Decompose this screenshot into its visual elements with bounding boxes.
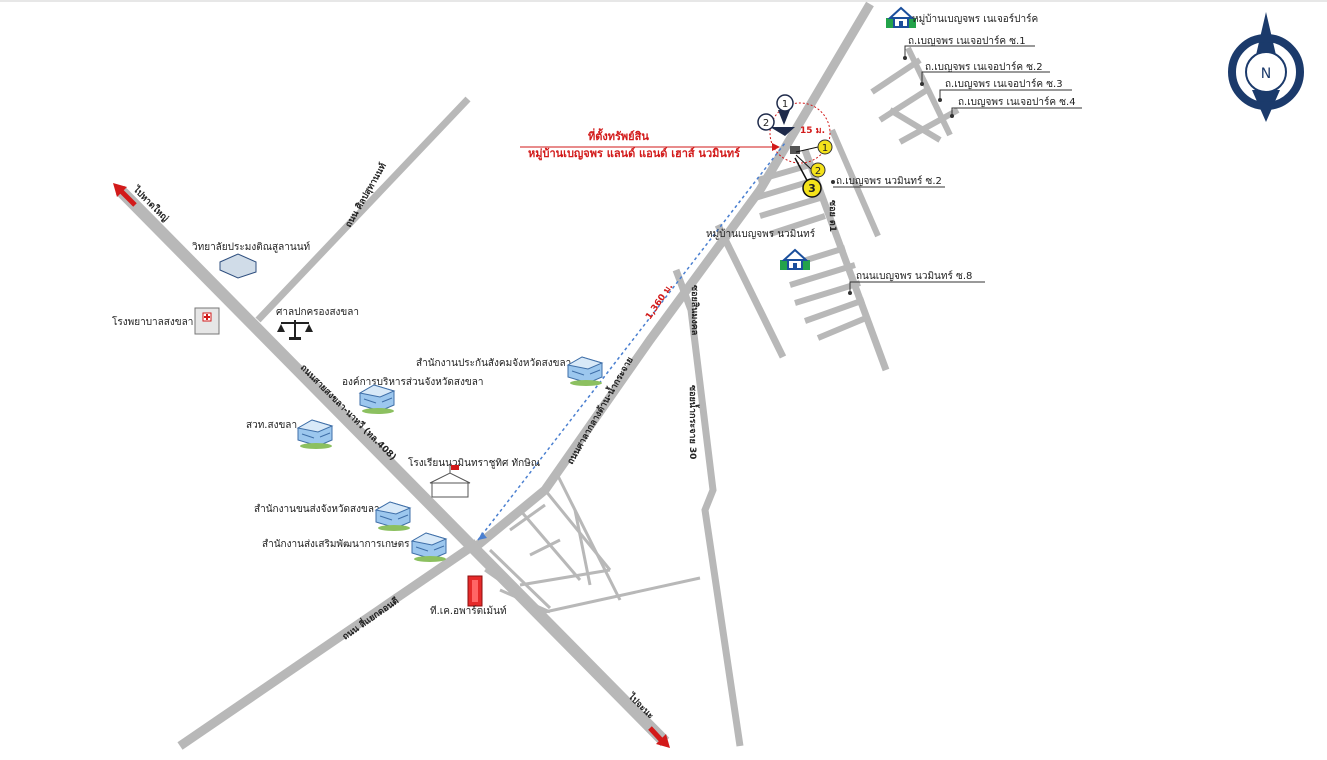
label-soi-t1: ซอย ต1 xyxy=(827,200,837,232)
street-nature-2: ถ.เบญจพร เนเจอปาร์ค ซ.2 xyxy=(925,61,1043,73)
radius-circle xyxy=(769,102,831,164)
north-arrow-icon xyxy=(1256,12,1276,55)
place-school: โรงเรียนนวมินทราชูทิศ ทักษิณ xyxy=(408,456,540,498)
street-nature-1: ถ.เบญจพร เนเจอปาร์ค ซ.1 xyxy=(908,35,1026,47)
north-compass: N xyxy=(1228,12,1304,122)
property-name: หมู่บ้านเบญจพร แลนด์ แอนด์ เฮาส์ นวมินทร… xyxy=(528,147,740,161)
compass-letter: N xyxy=(1261,66,1271,82)
road-lower xyxy=(177,539,480,750)
svg-text:สำนักงานประกันสังคมจังหวัดสงขล: สำนักงานประกันสังคมจังหวัดสงขลา xyxy=(416,358,571,369)
marker-yellow-2: 2 xyxy=(810,162,826,178)
marker-dark-2: 2 xyxy=(757,113,795,136)
agriculture-icon xyxy=(411,532,447,563)
road-network xyxy=(115,1,960,750)
property-leader-arrow xyxy=(772,143,780,151)
route-line xyxy=(477,142,786,541)
street-nawamin-2: ถ.เบญจพร นวมินทร์ ซ.2 xyxy=(836,175,942,187)
marker-yellow-3: 3 xyxy=(802,178,822,198)
scales-icon xyxy=(277,320,313,340)
marker-yellow-1: 1 xyxy=(817,139,833,155)
near-distance: 15 ม. xyxy=(800,126,825,136)
street-nature-4: ถ.เบญจพร เนเจอปาร์ค ซ.4 xyxy=(958,96,1076,108)
route-arrow xyxy=(478,532,487,540)
label-soi-sinmongkol: ซอยสินมงคล xyxy=(689,285,700,335)
property-plot xyxy=(790,146,800,154)
nawamin-sois xyxy=(754,162,868,341)
place-college: วิทยาลัยประมงติณสูลานนท์ xyxy=(192,241,311,279)
svg-text:โรงพยาบาลสงขลา: โรงพยาบาลสงขลา xyxy=(112,315,193,328)
street-nawamin-8: ถนนเบญจพร นวมินทร์ ซ.8 xyxy=(856,270,972,282)
svg-text:3: 3 xyxy=(808,182,816,195)
svg-text:1: 1 xyxy=(822,143,828,154)
svg-text:1: 1 xyxy=(782,99,788,110)
svg-text:สวท.สงขลา: สวท.สงขลา xyxy=(246,420,297,431)
place-sot: สวท.สงขลา xyxy=(246,419,333,450)
soi-sinmongkol xyxy=(714,223,787,359)
place-social-security: สำนักงานประกันสังคมจังหวัดสงขลา xyxy=(416,356,603,387)
hospital-icon xyxy=(194,307,220,335)
arrow-to-chana xyxy=(648,726,670,748)
svg-text:2: 2 xyxy=(763,118,769,129)
nature-park-sois xyxy=(870,46,960,145)
street-labels: ถ.เบญจพร เนเจอปาร์ค ซ.1 ถ.เบญจพร เนเจอปา… xyxy=(831,35,1082,295)
label-village-nawamin: หมู่บ้านเบญจพร นวมินทร์ xyxy=(706,228,816,240)
label-village-nature: หมู่บ้านเบญจพร เนเจอร์ปาร์ค xyxy=(912,13,1038,25)
village-nawamin-icon xyxy=(779,249,811,271)
svg-text:สำนักงานส่งเสริมพัฒนาการเกษตร: สำนักงานส่งเสริมพัฒนาการเกษตร xyxy=(262,539,410,550)
label-hospital-road: ถนน ศิลปสุทานนท์ xyxy=(342,161,389,230)
street-nature-3: ถ.เบญจพร เนเจอปาร์ค ซ.3 xyxy=(945,78,1063,90)
svg-text:โรงเรียนนวมินทราชูทิศ ทักษิณ: โรงเรียนนวมินทราชูทิศ ทักษิณ xyxy=(408,456,540,469)
svg-text:ที.เค.อพาร์ตเม้นท์: ที.เค.อพาร์ตเม้นท์ xyxy=(430,605,507,617)
svg-text:ศาลปกครองสงขลา: ศาลปกครองสงขลา xyxy=(276,307,359,318)
marker-leader-1 xyxy=(795,146,819,153)
road-hospital xyxy=(255,96,471,323)
college-icon xyxy=(219,253,257,279)
place-transport: สำนักงานขนส่งจังหวัดสงขลา xyxy=(254,501,411,532)
property-title: ที่ตั้งทรัพย์สิน xyxy=(588,128,649,143)
sot-icon xyxy=(297,419,333,450)
place-agriculture: สำนักงานส่งเสริมพัฒนาการเกษตร xyxy=(262,532,447,563)
road-highway-408 xyxy=(115,185,670,747)
label-lower-road: ถนน สี่แยกดอนตี xyxy=(339,594,401,643)
svg-text:วิทยาลัยประมงติณสูลานนท์: วิทยาลัยประมงติณสูลานนท์ xyxy=(192,241,311,253)
soi-t1 xyxy=(829,128,881,238)
label-soi-namkrachai: ซอยน้ำกระจาย 30 xyxy=(687,385,700,459)
marker-leader-2 xyxy=(795,154,813,171)
marker-dark-1: 1 xyxy=(776,94,794,125)
place-hospital: โรงพยาบาลสงขลา xyxy=(112,307,220,335)
svg-text:2: 2 xyxy=(815,166,821,177)
transport-icon xyxy=(375,501,411,532)
place-apartment: ที.เค.อพาร์ตเม้นท์ xyxy=(430,575,507,617)
road-secondary xyxy=(475,1,874,549)
social-security-icon xyxy=(567,356,603,387)
arrow-to-hatyai xyxy=(113,183,137,207)
place-court: ศาลปกครองสงขลา xyxy=(276,307,359,340)
soi-namkrachai xyxy=(672,268,744,747)
school-icon xyxy=(429,465,471,498)
place-pao: องค์การบริหารส่วนจังหวัดสงขลา xyxy=(342,376,483,415)
grid-roads xyxy=(484,469,701,614)
pao-icon xyxy=(359,384,395,415)
svg-text:องค์การบริหารส่วนจังหวัดสงขลา: องค์การบริหารส่วนจังหวัดสงขลา xyxy=(342,376,483,388)
svg-text:สำนักงานขนส่งจังหวัดสงขลา: สำนักงานขนส่งจังหวัดสงขลา xyxy=(254,504,380,515)
